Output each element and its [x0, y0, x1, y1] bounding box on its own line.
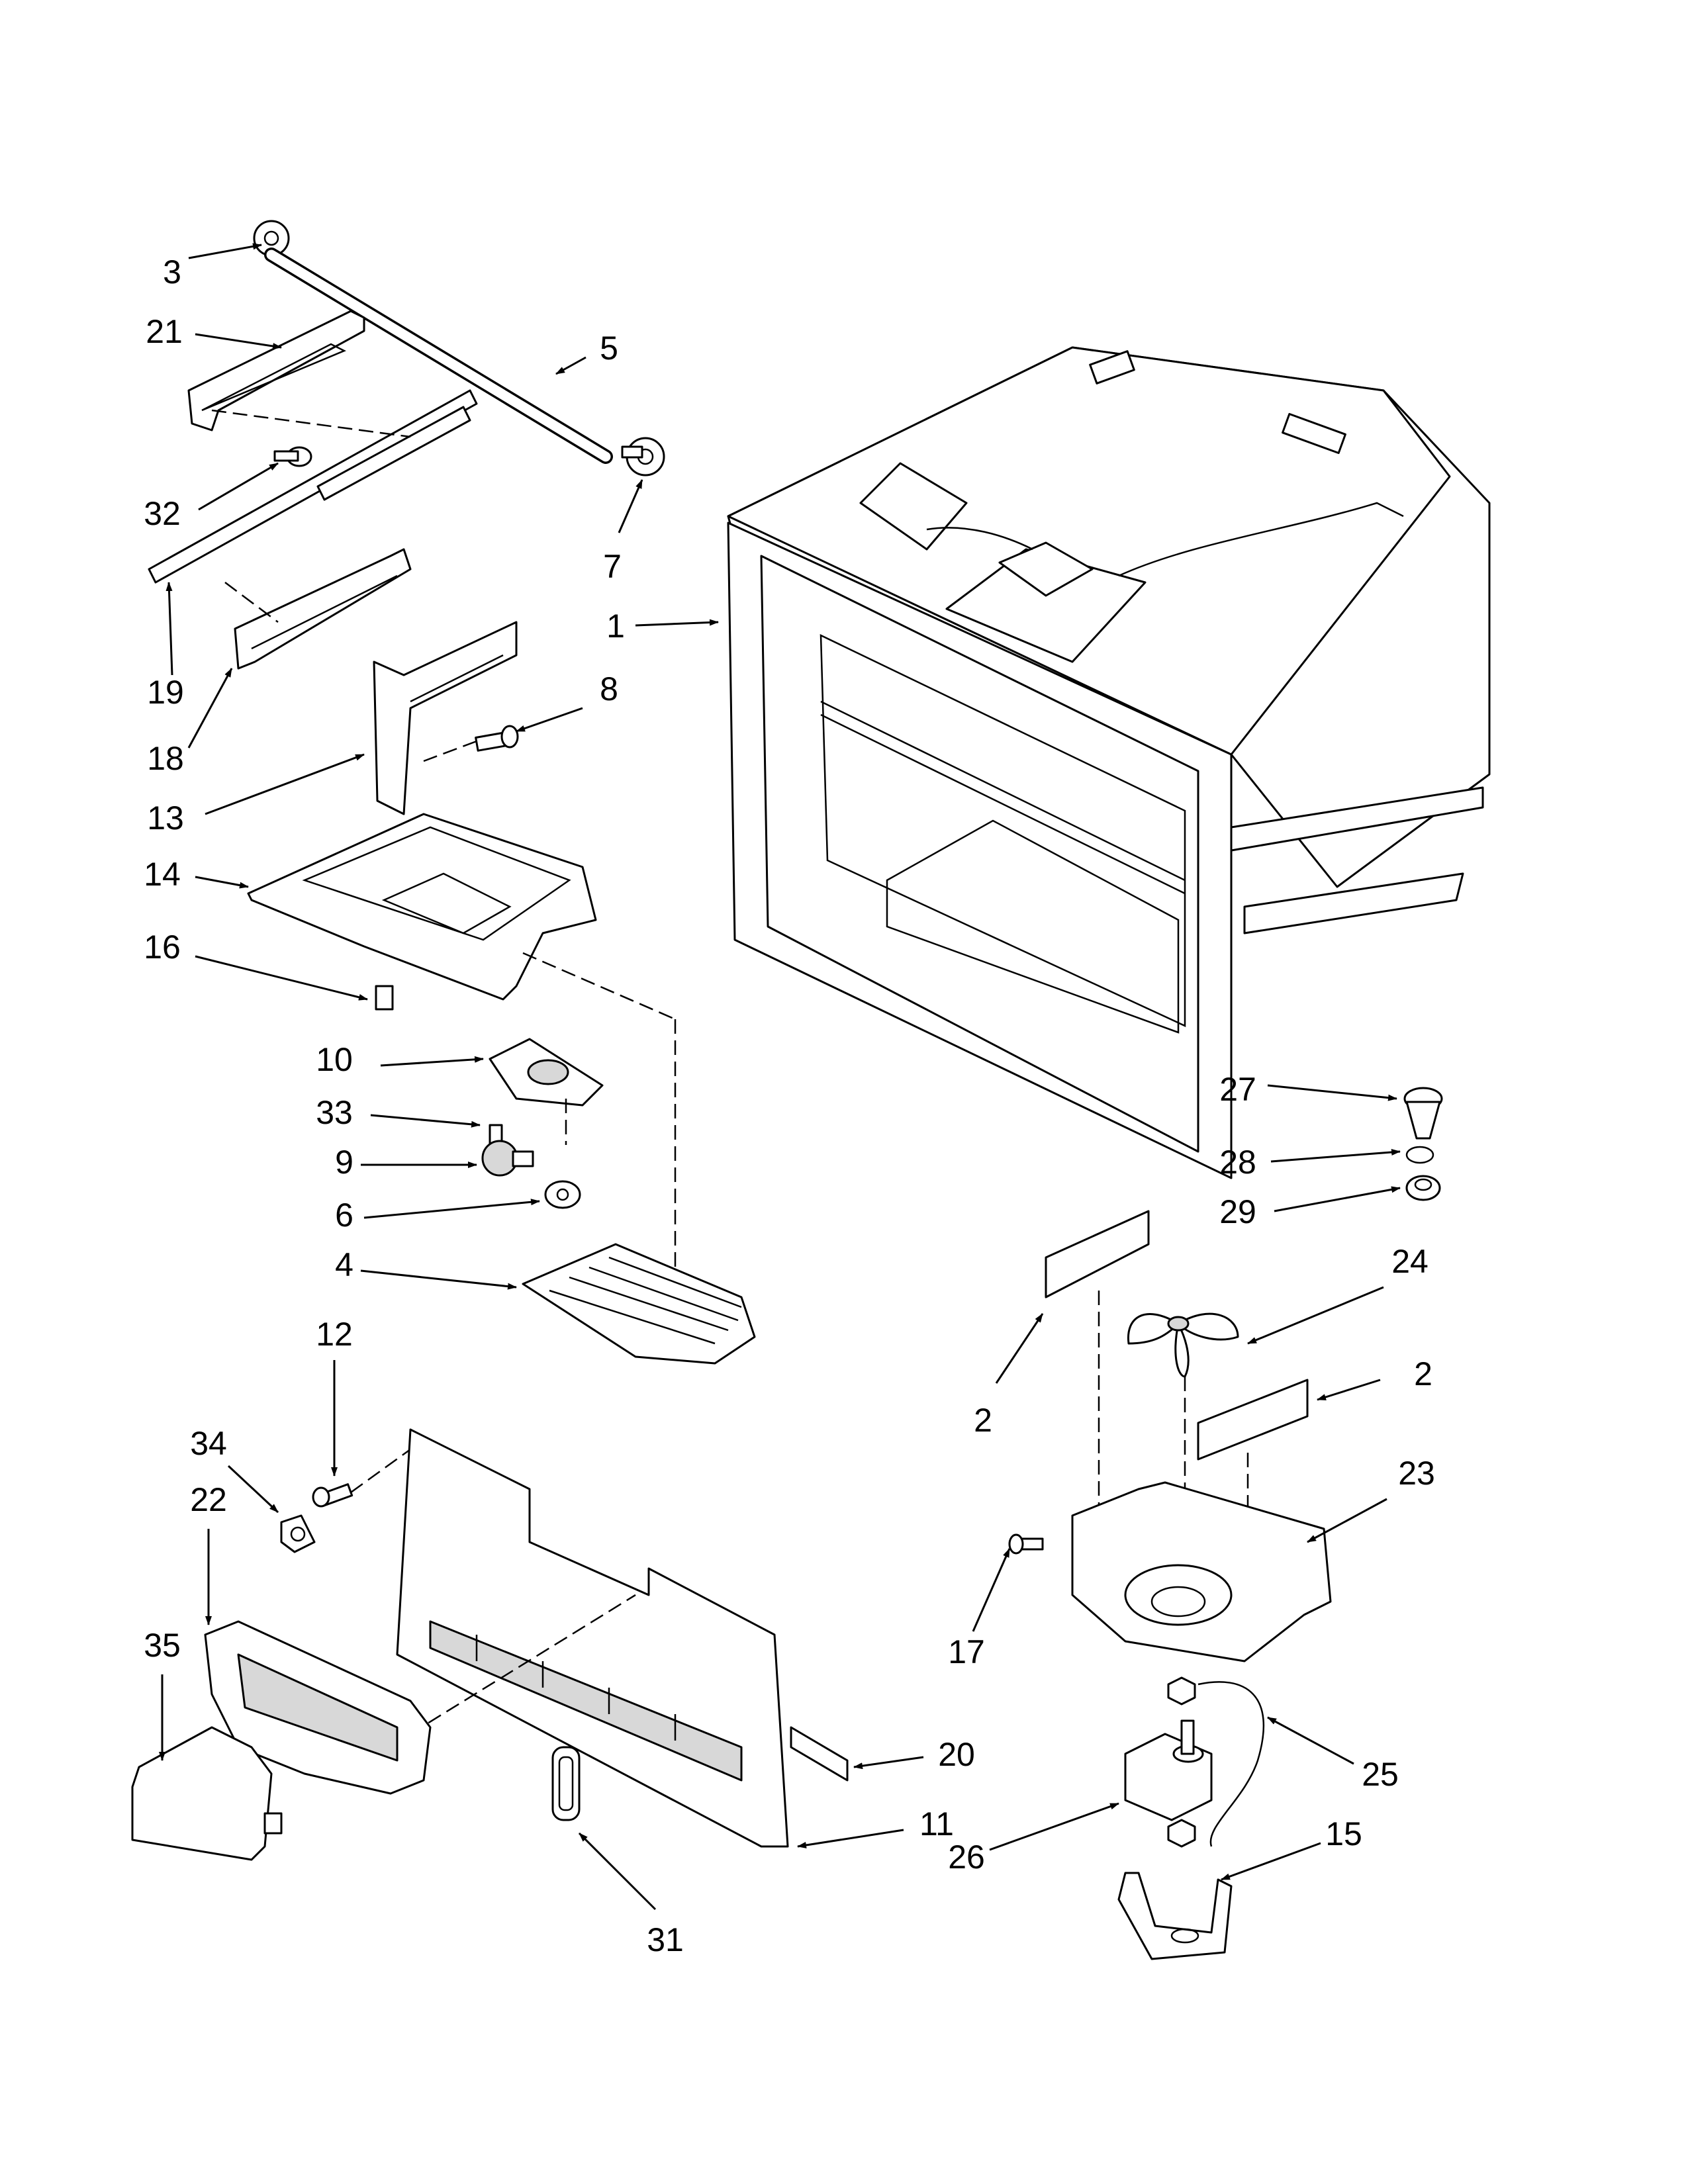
screw-part-17 — [1008, 1533, 1044, 1555]
leader-lines — [159, 243, 1401, 1911]
gear-part-7 — [621, 437, 665, 477]
ring-part-28 — [1405, 1146, 1434, 1164]
callout-16: 16 — [144, 929, 181, 966]
callout-25: 25 — [1362, 1756, 1399, 1793]
fan-shroud-part-23 — [1071, 1481, 1332, 1662]
callout-33: 33 — [316, 1094, 353, 1131]
callout-31: 31 — [647, 1921, 684, 1958]
callout-18: 18 — [147, 740, 184, 777]
callout-22: 22 — [190, 1481, 227, 1518]
callout-20: 20 — [938, 1736, 975, 1773]
strip-part-20 — [790, 1726, 849, 1782]
callout-6: 6 — [335, 1197, 353, 1234]
cover-part-10 — [489, 1038, 604, 1107]
slide-bracket-part-18 — [234, 548, 412, 670]
callout-8: 8 — [600, 670, 618, 707]
bracket-part-15 — [1117, 1872, 1233, 1960]
callout-15: 15 — [1325, 1815, 1362, 1852]
callout-29: 29 — [1219, 1193, 1256, 1230]
callout-10: 10 — [316, 1041, 353, 1078]
callout-5: 5 — [600, 330, 618, 367]
callout-14: 14 — [144, 856, 181, 893]
socket-part-6 — [544, 1180, 581, 1209]
fan-blade-part-24 — [1127, 1312, 1239, 1378]
cap-part-29 — [1405, 1175, 1441, 1201]
callout-9: 9 — [335, 1144, 353, 1181]
callout-12: 12 — [316, 1316, 353, 1353]
callout-23: 23 — [1398, 1455, 1435, 1492]
callout-17: 17 — [948, 1633, 985, 1670]
shaft-part-5 — [264, 248, 613, 464]
damper-part-27 — [1403, 1087, 1443, 1140]
callout-2-left: 2 — [974, 1402, 992, 1439]
screw-part-32 — [273, 446, 312, 467]
screw-part-12 — [312, 1483, 353, 1508]
back-panel-part-11 — [396, 1428, 789, 1848]
callout-3: 3 — [163, 253, 181, 291]
bulb-part-9 — [481, 1140, 534, 1177]
callout-35: 35 — [144, 1627, 181, 1664]
cover-part-35 — [131, 1726, 283, 1861]
clip-part-31 — [551, 1746, 581, 1821]
callout-27: 27 — [1219, 1071, 1256, 1108]
foam-pad-part-2-upper — [1045, 1210, 1150, 1298]
motor-part-26 — [1124, 1719, 1213, 1821]
callout-24: 24 — [1391, 1243, 1429, 1280]
nut-part-upper — [1167, 1676, 1196, 1706]
grille-cover-part-22 — [204, 1620, 432, 1795]
callout-4: 4 — [335, 1246, 353, 1283]
bracket-part-13 — [373, 621, 518, 815]
callout-28: 28 — [1219, 1144, 1256, 1181]
freezer-liner-part — [727, 346, 1491, 1179]
switch-part-16 — [375, 985, 394, 1011]
callout-34: 34 — [190, 1425, 227, 1462]
rail-part-19 — [148, 389, 478, 584]
callout-19: 19 — [147, 674, 184, 711]
screw-part-8 — [475, 725, 519, 752]
callout-2-right: 2 — [1414, 1355, 1432, 1392]
foam-pad-part-2-lower — [1197, 1379, 1309, 1461]
clip-part-34 — [280, 1514, 316, 1553]
bin-housing-part-14 — [247, 813, 597, 1001]
callout-11: 11 — [919, 1805, 954, 1843]
nut-part-lower — [1167, 1819, 1196, 1848]
callout-labels: 1 2 2 3 4 5 6 7 8 9 10 11 12 13 14 15 16… — [144, 253, 1435, 1958]
wire-part-25 — [1197, 1681, 1265, 1847]
slide-bracket-part-21 — [187, 310, 365, 432]
callout-1: 1 — [606, 608, 625, 645]
grille-part-4 — [522, 1243, 756, 1365]
callout-32: 32 — [144, 495, 181, 532]
callout-13: 13 — [147, 799, 184, 837]
callout-7: 7 — [603, 548, 622, 585]
callout-21: 21 — [146, 313, 183, 350]
callout-26: 26 — [948, 1839, 985, 1876]
